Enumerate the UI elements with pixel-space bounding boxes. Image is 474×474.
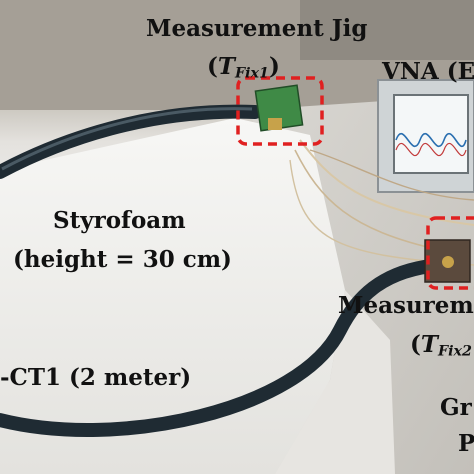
vna-trace-2 bbox=[395, 142, 467, 157]
jig2-paren-open: ( bbox=[410, 331, 421, 358]
p-partial-label: P bbox=[458, 430, 474, 457]
jig1-title-label: Measurement Jig bbox=[146, 15, 368, 42]
jig2-title-label: Measurem bbox=[338, 292, 474, 319]
styrofoam-block bbox=[0, 118, 345, 474]
vna-screen bbox=[393, 94, 469, 174]
jig2-callout-box bbox=[426, 216, 474, 290]
vna-label: VNA (E bbox=[382, 58, 474, 85]
coax-cable-highlight bbox=[1, 107, 253, 171]
jig2-connector bbox=[442, 256, 454, 268]
vna-trace-1 bbox=[395, 132, 467, 148]
styrofoam-label: Styrofoam bbox=[53, 207, 186, 234]
jig2-symbol: T bbox=[420, 331, 439, 358]
jig1-callout-box bbox=[236, 76, 324, 146]
jig1-symbol: T bbox=[217, 53, 236, 80]
ground-partial-label: Gr bbox=[440, 394, 472, 421]
jig1-paren-close: ) bbox=[268, 53, 280, 80]
styrofoam-height-label: (height = 30 cm) bbox=[13, 246, 232, 273]
thin-cable-c bbox=[309, 149, 474, 201]
cable-label: -CT1 (2 meter) bbox=[0, 364, 192, 391]
jig2-subscript: Fix2 bbox=[438, 343, 472, 360]
thin-cable-b bbox=[294, 149, 441, 251]
coax-cable bbox=[0, 104, 447, 437]
jig1-symbol-label: (TFix1) bbox=[207, 55, 280, 81]
jig1-paren-open: ( bbox=[207, 53, 218, 80]
jig2-symbol-label: (TFix2 bbox=[410, 333, 472, 359]
lab-shelf bbox=[300, 0, 474, 60]
jig1-subscript: Fix1 bbox=[235, 65, 269, 82]
styrofoam-side bbox=[275, 290, 395, 474]
jig1-connector bbox=[268, 118, 282, 130]
